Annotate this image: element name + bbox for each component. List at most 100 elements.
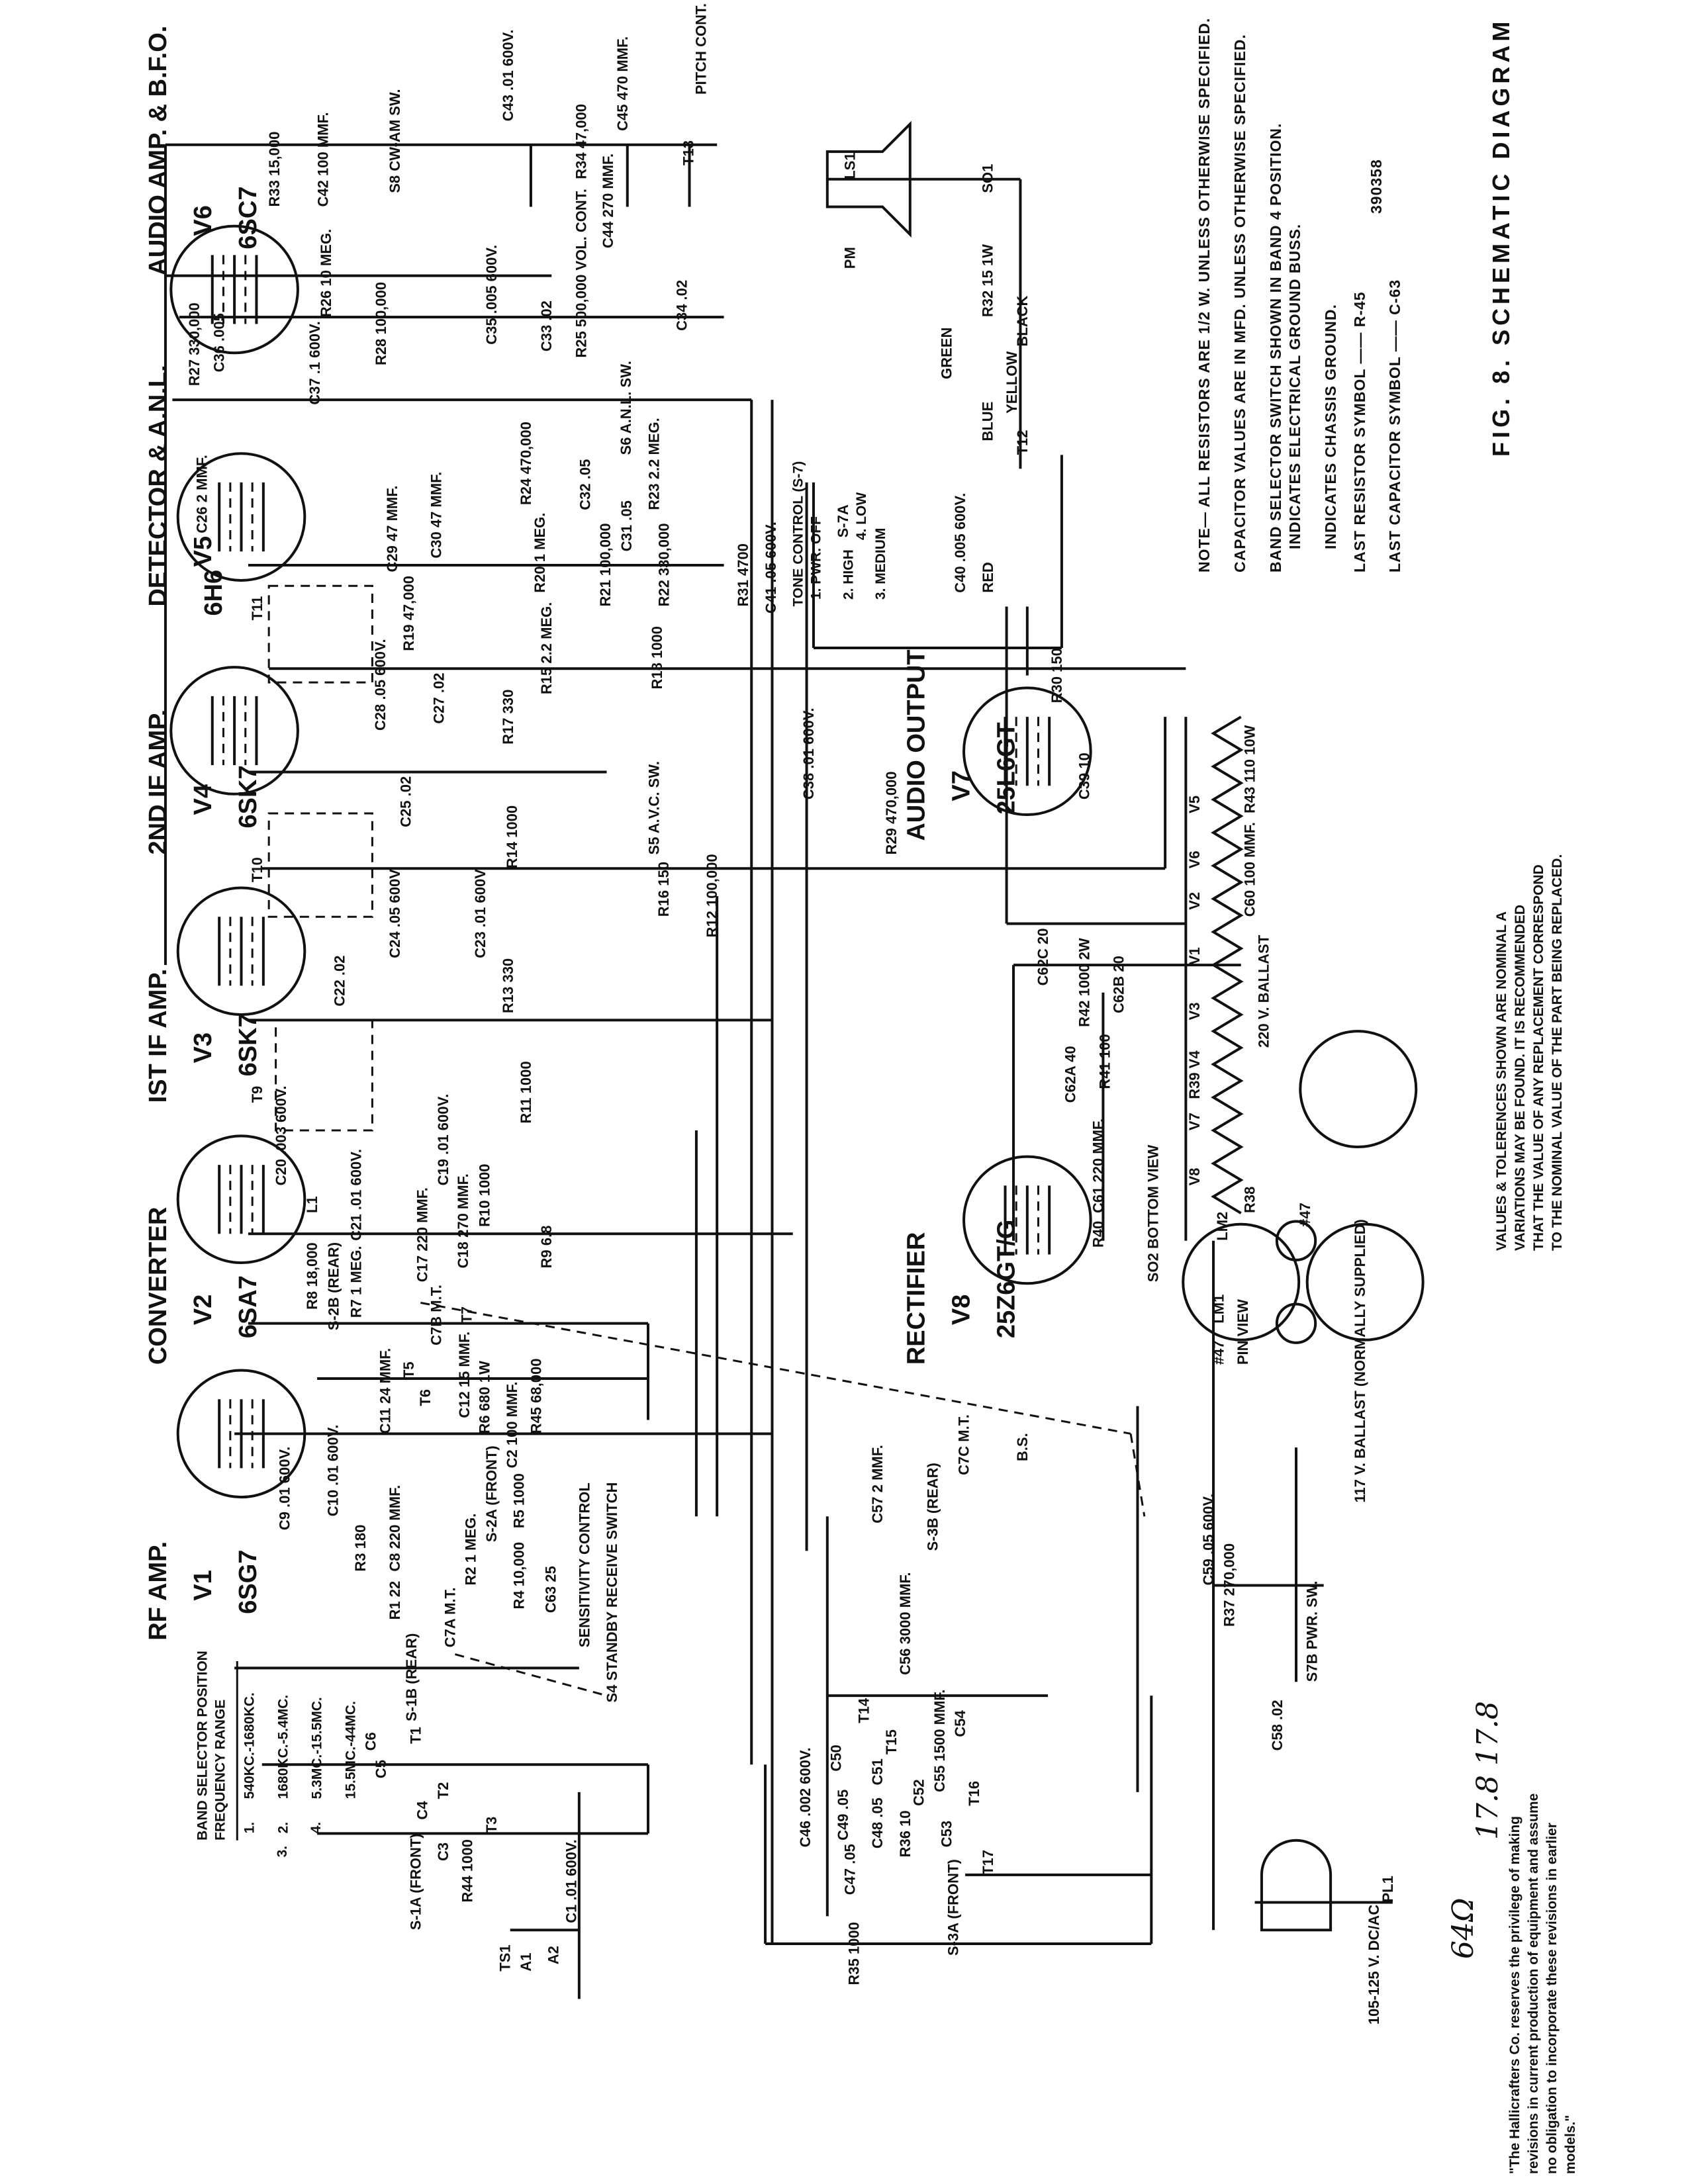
component-label: GREEN: [938, 328, 955, 379]
component-label: C62C 20: [1035, 929, 1051, 986]
pilot-lamp-icon: [1275, 1302, 1317, 1344]
component-label: C46 .002 600V.: [797, 1747, 814, 1847]
component-label: V4: [1186, 1050, 1203, 1069]
band-frequency: 540KC.-1680KC.: [242, 1692, 257, 1799]
component-label: R30 150: [1049, 648, 1065, 703]
heater-string: [1211, 715, 1244, 1214]
component-label: S8 CW-AM SW.: [387, 89, 403, 193]
component-label: R17 330: [500, 690, 516, 745]
component-label: #47: [1211, 1340, 1227, 1365]
tube-ref-label: V2: [189, 1295, 217, 1325]
component-label: 220 V. BALLAST: [1255, 934, 1272, 1048]
component-label: L1: [304, 1196, 320, 1213]
component-label: R1 22: [387, 1581, 403, 1620]
component-label: C11 24 MMF.: [377, 1348, 393, 1434]
component-label: 105-125 V. DC/AC: [1366, 1905, 1382, 2025]
tube-function-label: RF AMP.: [144, 1541, 172, 1641]
tone-control-option: 3. MEDIUM: [873, 528, 888, 600]
component-label: R13 330: [500, 958, 516, 1013]
component-label: C56 3000 MMF.: [897, 1572, 914, 1675]
component-label: C33 .02: [538, 300, 555, 351]
tube-socket: [1305, 1222, 1425, 1342]
component-label: C50: [828, 1745, 845, 1771]
component-label: C54: [952, 1709, 968, 1737]
component-label: R36 10: [897, 1810, 914, 1857]
component-label: V6: [1186, 850, 1203, 868]
component-label: R41 100: [1097, 1034, 1113, 1089]
handwritten-note: 64Ω: [1446, 1898, 1480, 1959]
if-transformer-shield: [267, 584, 373, 684]
power-plug-icon: [1260, 1839, 1333, 1932]
component-label: R5 1000: [511, 1473, 528, 1528]
component-label: C20 .003 600V.: [273, 1086, 289, 1186]
component-label: C4: [414, 1801, 431, 1820]
tube-function-label: 2ND IF AMP.: [144, 709, 172, 855]
component-label: T10: [249, 857, 265, 882]
tube-ref-label: V6: [189, 205, 217, 236]
component-label: C25 .02: [398, 776, 414, 827]
component-label: C45 470 MMF.: [614, 36, 631, 131]
note-line: NOTE— ALL RESISTORS ARE 1/2 W. UNLESS OT…: [1196, 18, 1213, 572]
tube-function-label: IST IF AMP.: [144, 969, 172, 1103]
component-label: R18 1000: [649, 626, 665, 689]
component-label: C48 .05: [869, 1797, 886, 1848]
component-label: R31 4700: [735, 543, 751, 606]
component-label: R21 100,000: [597, 523, 614, 607]
component-label: S6 A.N.L. SW.: [618, 361, 634, 455]
component-label: C53: [938, 1821, 955, 1847]
copyright-note-line: revisions in current production of equip…: [1526, 1794, 1541, 2174]
component-label: C24 .05 600V.: [387, 866, 403, 958]
band-table-header: BAND SELECTOR POSITION: [195, 1651, 210, 1841]
tone-control-title: TONE CONTROL (S-7): [790, 461, 806, 607]
component-label: C12 15 MMF.: [456, 1332, 473, 1418]
component-label: BLUE: [980, 402, 996, 441]
component-label: C55 1500 MMF.: [931, 1690, 948, 1792]
component-label: R4 10,000: [511, 1542, 528, 1610]
component-label: R43 110 10W: [1242, 725, 1258, 813]
component-label: C1 .01 600V.: [563, 1839, 580, 1923]
component-label: T11: [249, 596, 265, 621]
component-label: C42 100 MMF.: [315, 112, 332, 206]
component-label: SO2 BOTTOM VIEW: [1145, 1145, 1162, 1283]
component-label: R3 180: [352, 1525, 369, 1572]
component-label: C30 47 MMF.: [428, 472, 445, 559]
component-label: C43 .01 600V.: [500, 30, 516, 122]
component-label: R28 100,000: [373, 282, 389, 365]
component-label: R37 270,000: [1221, 1543, 1237, 1627]
component-label: SO1: [980, 164, 996, 193]
component-label: C63 25: [542, 1566, 559, 1613]
component-label: C26 2 MMF.: [193, 455, 210, 533]
values-note-line: TO THE NOMINAL VALUE OF THE PART BEING R…: [1550, 854, 1565, 1251]
tube-type-label: 25L6GT: [992, 722, 1020, 814]
component-label: R32 15 1W: [980, 244, 996, 317]
component-label: T7: [458, 1306, 475, 1324]
note-line: CAPACITOR VALUES ARE IN MFD. UNLESS OTHE…: [1231, 34, 1248, 572]
if-transformer-shield: [275, 1019, 373, 1132]
speaker-icon: [825, 120, 912, 238]
component-label: S-1A (FRONT): [407, 1833, 424, 1930]
values-note-line: THAT THE VALUE OF ANY REPLACEMENT CORRES…: [1531, 864, 1546, 1251]
component-label: T2: [435, 1782, 451, 1799]
component-label: TS1: [497, 1944, 514, 1971]
component-label: S-2A (FRONT): [483, 1445, 500, 1542]
component-label: R15 2.2 MEG.: [538, 602, 555, 694]
component-label: C44 270 MMF.: [600, 154, 616, 248]
component-label: R42 1000 2W: [1076, 938, 1093, 1027]
component-label: R19 47,000: [400, 576, 417, 651]
band-position: 1.: [242, 1822, 257, 1834]
component-label: S5 A.V.C. SW.: [646, 761, 663, 854]
tube-function-label: CONVERTER: [144, 1207, 172, 1365]
handwritten-note: 17.8 17.8: [1471, 1701, 1505, 1840]
component-label: T6: [417, 1389, 434, 1406]
component-label: C9 .01 600V.: [276, 1447, 293, 1530]
component-label: V2: [1186, 892, 1203, 910]
component-label: R7 1 MEG.: [348, 1246, 365, 1318]
tone-control-option: 4. LOW: [854, 492, 869, 541]
component-label: R39: [1186, 1072, 1203, 1099]
component-label: C7A M.T.: [442, 1587, 458, 1647]
